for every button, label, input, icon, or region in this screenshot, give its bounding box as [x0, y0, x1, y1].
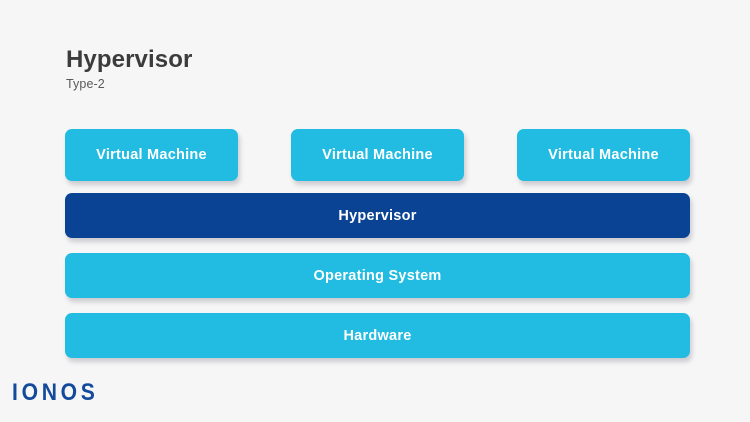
virtual-machine-box-1: Virtual Machine [65, 129, 238, 181]
operating-system-layer-bar: Operating System [65, 253, 690, 298]
hypervisor-layer-bar: Hypervisor [65, 193, 690, 238]
virtual-machine-layer: Virtual Machine Virtual Machine Virtual … [65, 129, 690, 181]
heading-block: Hypervisor Type-2 [66, 46, 192, 91]
architecture-stack-diagram: Virtual Machine Virtual Machine Virtual … [65, 129, 690, 358]
virtual-machine-box-3: Virtual Machine [517, 129, 690, 181]
virtual-machine-box-2: Virtual Machine [291, 129, 464, 181]
page-subtitle: Type-2 [66, 76, 105, 91]
ionos-logo: IONOS [12, 379, 99, 406]
page-title: Hypervisor [66, 46, 193, 73]
hardware-layer-bar: Hardware [65, 313, 690, 358]
